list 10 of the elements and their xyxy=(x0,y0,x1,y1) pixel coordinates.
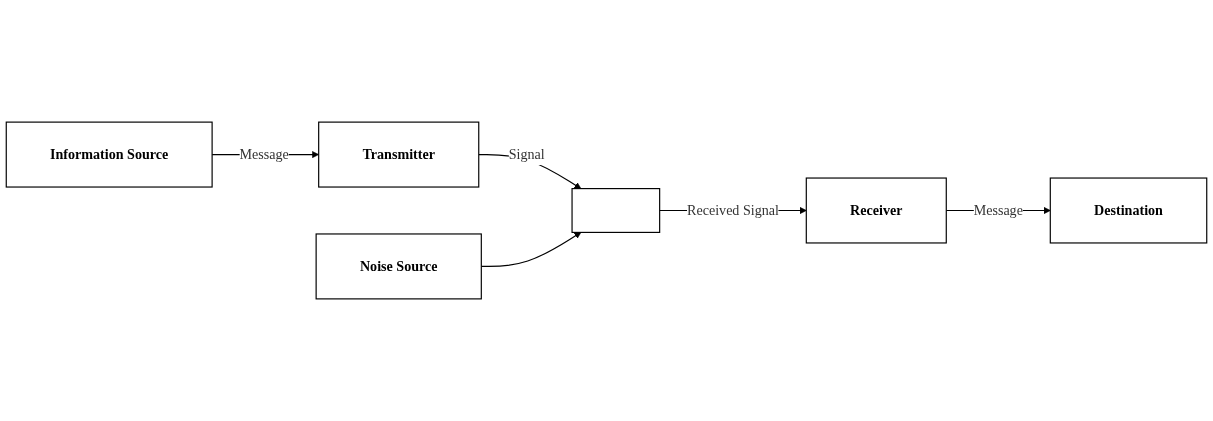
node-box: Destination xyxy=(1049,177,1208,244)
edge-label: Received Signal xyxy=(687,202,779,218)
node-box: Information Source xyxy=(5,121,213,188)
edge-label: Message xyxy=(973,202,1023,218)
edge-label: Message xyxy=(239,146,289,162)
edge-label: Signal xyxy=(508,146,545,162)
node-box xyxy=(571,188,661,233)
node-box: Noise Source xyxy=(315,233,482,300)
node-box: Receiver xyxy=(805,177,947,244)
node-box: Transmitter xyxy=(318,121,480,188)
